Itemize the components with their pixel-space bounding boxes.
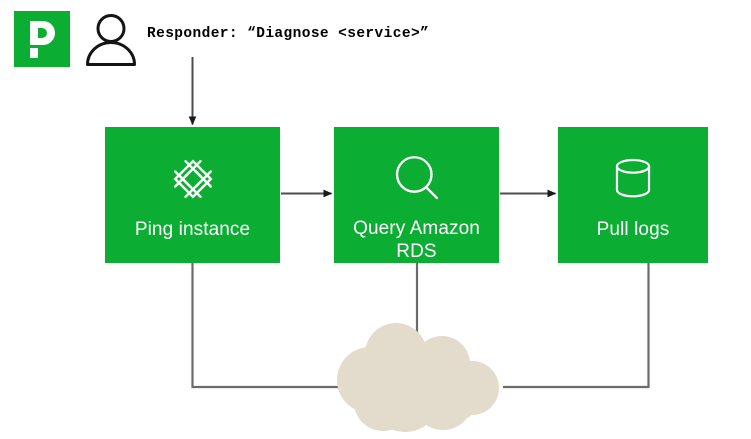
pagerduty-logo-stem: [30, 21, 38, 45]
step-label-ping-instance: Ping instance: [134, 219, 251, 240]
connector-ping-to-cloud: [191, 263, 345, 389]
cloud-shape: [337, 323, 499, 432]
database-cylinder-icon: [606, 148, 660, 210]
magnifying-glass-icon: [388, 148, 446, 209]
step-label-pull-logs: Pull logs: [596, 219, 670, 240]
connector-pull-logs-to-cloud: [503, 263, 650, 389]
step-box-ping-instance[interactable]: Ping instance: [105, 127, 280, 263]
pagerduty-logo-counter: [38, 28, 47, 38]
pagerduty-logo-dot: [30, 48, 38, 58]
step-box-pull-logs[interactable]: Pull logs: [558, 127, 708, 263]
responder-message: Responder: “Diagnose <service>”: [147, 26, 430, 42]
step-box-query-amazon-rds[interactable]: Query Amazon RDS: [334, 127, 499, 263]
network-mesh-icon: [163, 148, 223, 210]
pagerduty-logo: [14, 11, 70, 67]
step-label-query-amazon-rds: Query Amazon RDS: [353, 218, 480, 262]
person-icon: [86, 14, 136, 66]
